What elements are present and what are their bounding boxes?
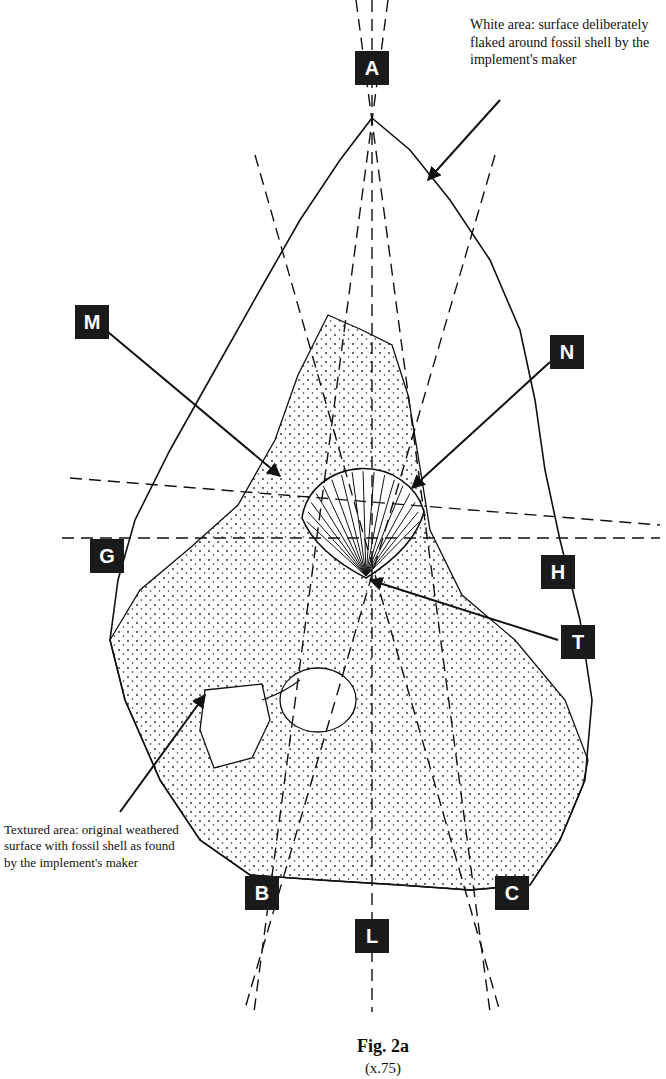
label-box: H bbox=[541, 555, 575, 589]
point-letter: A bbox=[365, 58, 379, 78]
point-letter: B bbox=[255, 883, 269, 903]
label-box: G bbox=[90, 539, 124, 573]
shell-rib bbox=[308, 512, 366, 576]
scale-note: (x.75) bbox=[362, 1060, 404, 1077]
fossil-shell bbox=[302, 469, 424, 578]
point-letter: N bbox=[560, 342, 574, 362]
label-box: T bbox=[561, 625, 595, 659]
label-box: N bbox=[550, 335, 584, 369]
shell-rib bbox=[352, 472, 366, 576]
label-box: A bbox=[355, 51, 389, 85]
surface-crack bbox=[262, 680, 300, 700]
point-letter: L bbox=[366, 926, 378, 946]
shell-rib bbox=[366, 475, 385, 576]
textured-area bbox=[110, 315, 588, 890]
shell-rib bbox=[342, 475, 366, 576]
shell-rib bbox=[363, 471, 366, 576]
annotation-text: White area: surface deliberately flaked … bbox=[470, 16, 660, 69]
point-letter: M bbox=[84, 312, 101, 332]
label-box: M bbox=[75, 305, 109, 339]
label-box: B bbox=[245, 876, 279, 910]
shell-rib bbox=[366, 522, 419, 576]
point-letter: G bbox=[99, 546, 115, 566]
figure-caption: Fig. 2a bbox=[354, 1036, 412, 1057]
point-letter: T bbox=[572, 632, 584, 652]
label-box: L bbox=[355, 919, 389, 953]
surface-hollow bbox=[280, 668, 356, 732]
implement-outline bbox=[110, 118, 592, 890]
point-letter: C bbox=[505, 883, 519, 903]
shell-ribs bbox=[307, 471, 420, 576]
annotation-text: Textured area: original weathered surfac… bbox=[4, 822, 180, 871]
point-letter: H bbox=[551, 562, 565, 582]
leader-arrows bbox=[108, 100, 558, 812]
shell-rib bbox=[366, 502, 415, 576]
surface-hollow bbox=[200, 684, 270, 768]
label-box: C bbox=[495, 876, 529, 910]
